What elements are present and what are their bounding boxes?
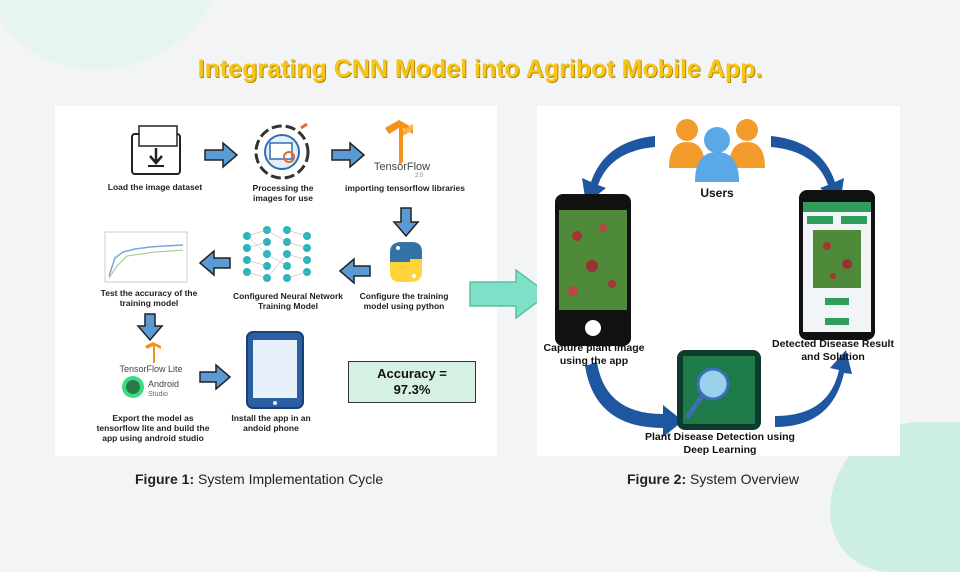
figure-1-implementation-cycle: TensorFlow 2.0: [55, 106, 497, 456]
detected-label: Detected Disease Result and Solution: [772, 338, 894, 364]
flow-arrow-left: [198, 249, 231, 277]
tensorflow-logo-icon: [385, 120, 413, 165]
disease-detection-app-icon: [677, 350, 761, 430]
step-configure-label: Configure the training model using pytho…: [359, 291, 449, 312]
flow-arrow-down: [136, 313, 164, 342]
accuracy-chart-icon: [104, 231, 188, 283]
implementation-diagram: TensorFlow 2.0: [104, 120, 430, 409]
step-load-label: Load the image dataset: [107, 182, 203, 192]
phone-result-icon: [799, 190, 875, 340]
step-test-label: Test the accuracy of the training model: [100, 288, 198, 309]
cycle-arrow-icon: [582, 136, 852, 437]
image-processing-icon: [254, 122, 310, 180]
flow-arrow-down: [392, 207, 420, 238]
capture-label: Capture plant image using the app: [543, 342, 645, 368]
accuracy-value: 97.3%: [393, 382, 431, 397]
flow-arrow-left: [338, 257, 371, 285]
accuracy-label: Accuracy =: [377, 366, 447, 381]
figure-1-caption: Figure 1: System Implementation Cycle: [135, 471, 384, 487]
folder-download-icon: [131, 125, 181, 175]
accuracy-box: Accuracy = 97.3%: [348, 361, 476, 403]
neural-network-icon: [243, 226, 311, 282]
android-studio-logo-text: Studio: [148, 391, 168, 398]
users-label: Users: [700, 186, 734, 200]
python-logo-icon: [390, 242, 422, 282]
connector-arrow: [469, 268, 550, 320]
flow-arrow-right: [204, 141, 239, 169]
figure-2-caption: Figure 2: System Overview: [627, 471, 799, 487]
tensorflow-version: 2.0: [415, 173, 424, 179]
android-logo-text: Android: [148, 379, 179, 389]
step-export-label: Export the model as tensorflow lite and …: [96, 413, 210, 444]
step-nn-label: Configured Neural Network Training Model: [232, 291, 344, 312]
detection-label: Plant Disease Detection using Deep Learn…: [645, 431, 795, 457]
step-process-label: Processing the images for use: [252, 183, 314, 204]
phone-capture-icon: [555, 194, 631, 346]
figure-2-system-overview: Users Capture plant image using the app …: [537, 106, 900, 456]
slide-title: Integrating CNN Model into Agribot Mobil…: [197, 55, 763, 83]
users-group-icon: [669, 119, 765, 182]
step-install-label: Install the app in an andoid phone: [231, 413, 311, 434]
tensorflow-lite-text: TensorFlow Lite: [119, 364, 182, 374]
tensorflow-logo-text: TensorFlow: [374, 161, 430, 173]
flow-arrow-right: [199, 363, 232, 391]
step-tf-import-label: importing tensorflow libraries: [345, 183, 465, 193]
tensorflow-lite-logo-icon: [145, 342, 161, 364]
tablet-device-icon: [246, 331, 304, 409]
flow-arrow-right: [331, 141, 366, 169]
android-studio-logo-icon: [122, 376, 144, 398]
system-overview-diagram: [555, 119, 875, 437]
